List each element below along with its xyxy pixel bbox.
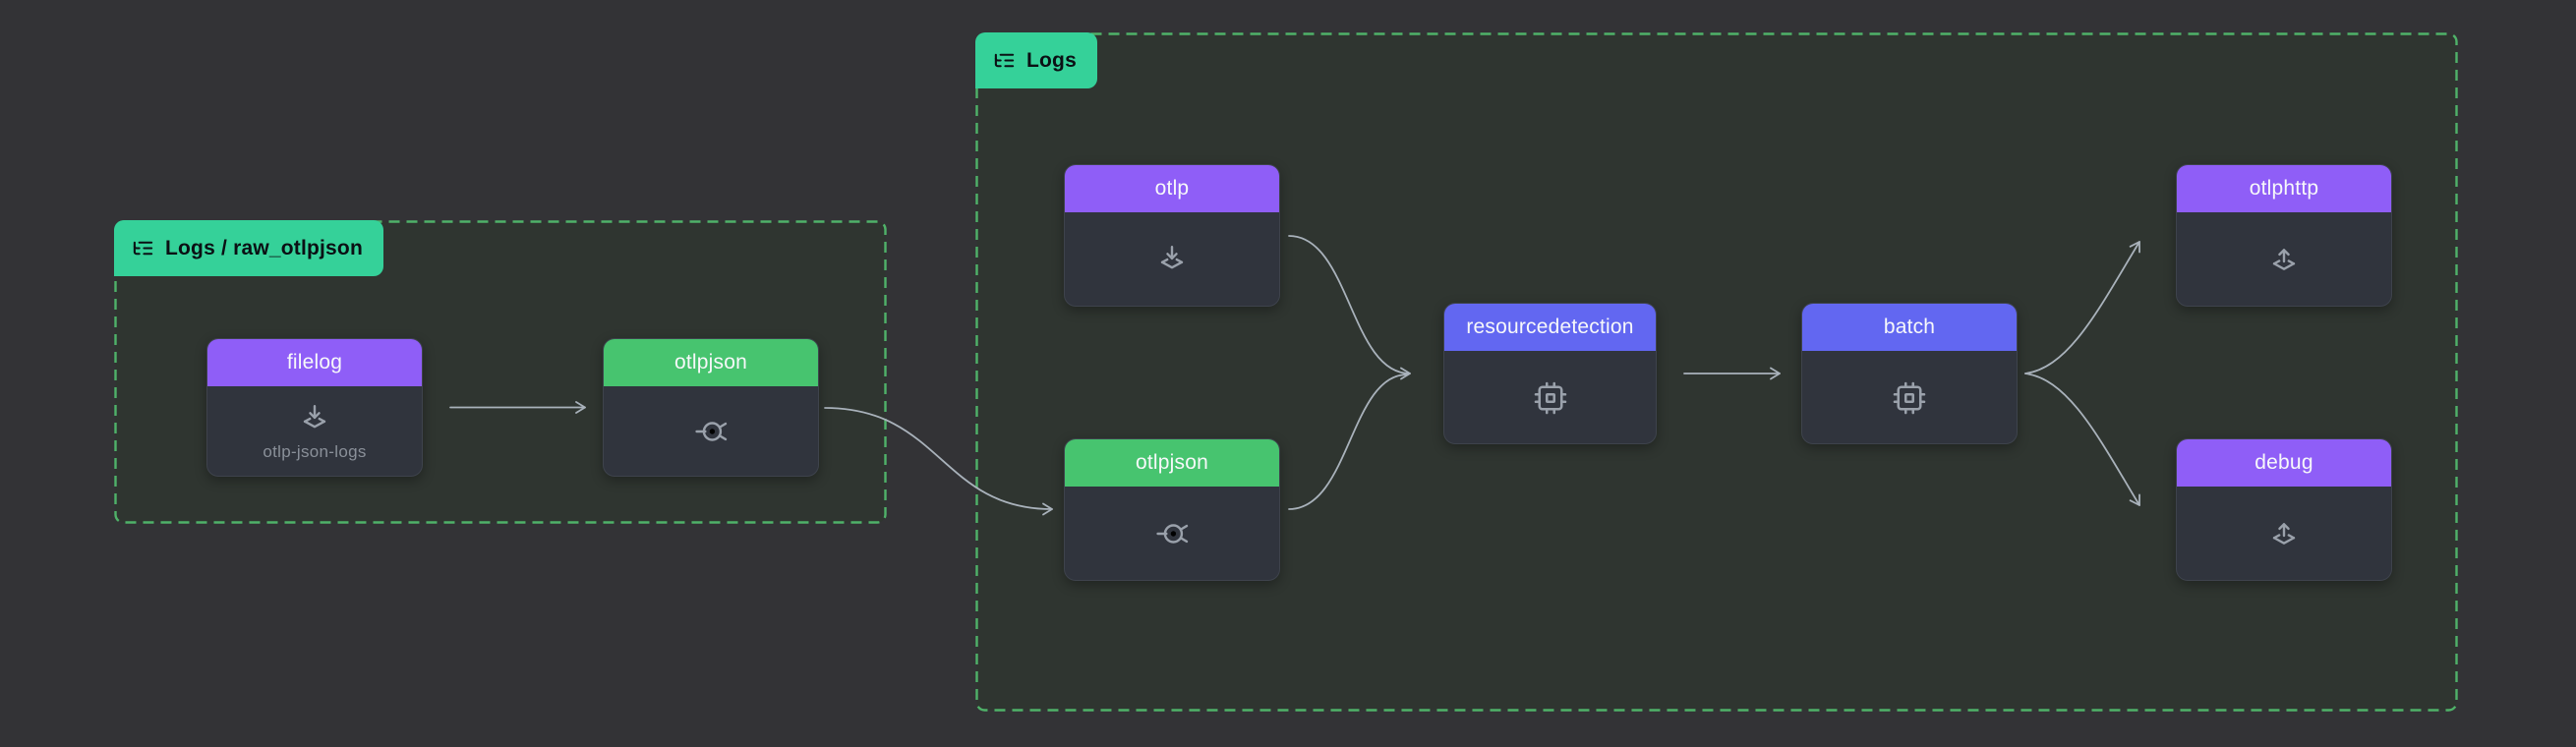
node-batch[interactable]: batch — [1801, 303, 2018, 444]
node-subtitle: otlp-json-logs — [263, 441, 367, 461]
exporter-upload-icon — [2267, 517, 2301, 550]
exporter-upload-icon — [2267, 243, 2301, 276]
group-tab-logs-raw: Logs / raw_otlpjson — [114, 220, 383, 276]
node-otlpjson-raw[interactable]: otlpjson — [603, 338, 819, 477]
node-label: resourcedetection — [1444, 304, 1656, 351]
node-label: batch — [1802, 304, 2017, 351]
node-otlphttp[interactable]: otlphttp — [2176, 164, 2392, 307]
node-label: debug — [2177, 439, 2391, 487]
connector-icon — [694, 415, 728, 448]
pipeline-group-logs: Logs — [975, 32, 2458, 712]
node-otlpjson[interactable]: otlpjson — [1064, 438, 1280, 581]
node-label: otlphttp — [2177, 165, 2391, 212]
group-border — [975, 32, 2458, 712]
group-tab-label: Logs / raw_otlpjson — [165, 236, 363, 259]
group-tab-logs: Logs — [975, 32, 1097, 88]
list-tree-icon — [132, 237, 154, 259]
node-debug[interactable]: debug — [2176, 438, 2392, 581]
cpu-icon — [1533, 380, 1568, 416]
connector-icon — [1155, 517, 1189, 550]
node-otlp[interactable]: otlp — [1064, 164, 1280, 307]
list-tree-icon — [993, 49, 1016, 72]
node-label: filelog — [207, 339, 422, 386]
node-label: otlpjson — [1065, 439, 1279, 487]
cpu-icon — [1892, 380, 1927, 416]
receiver-download-icon — [1155, 243, 1189, 276]
group-tab-label: Logs — [1026, 48, 1077, 72]
node-filelog[interactable]: filelog otlp-json-logs — [206, 338, 423, 477]
node-label: otlpjson — [604, 339, 818, 386]
node-label: otlp — [1065, 165, 1279, 212]
node-resourcedetection[interactable]: resourcedetection — [1443, 303, 1657, 444]
receiver-download-icon — [298, 402, 331, 435]
